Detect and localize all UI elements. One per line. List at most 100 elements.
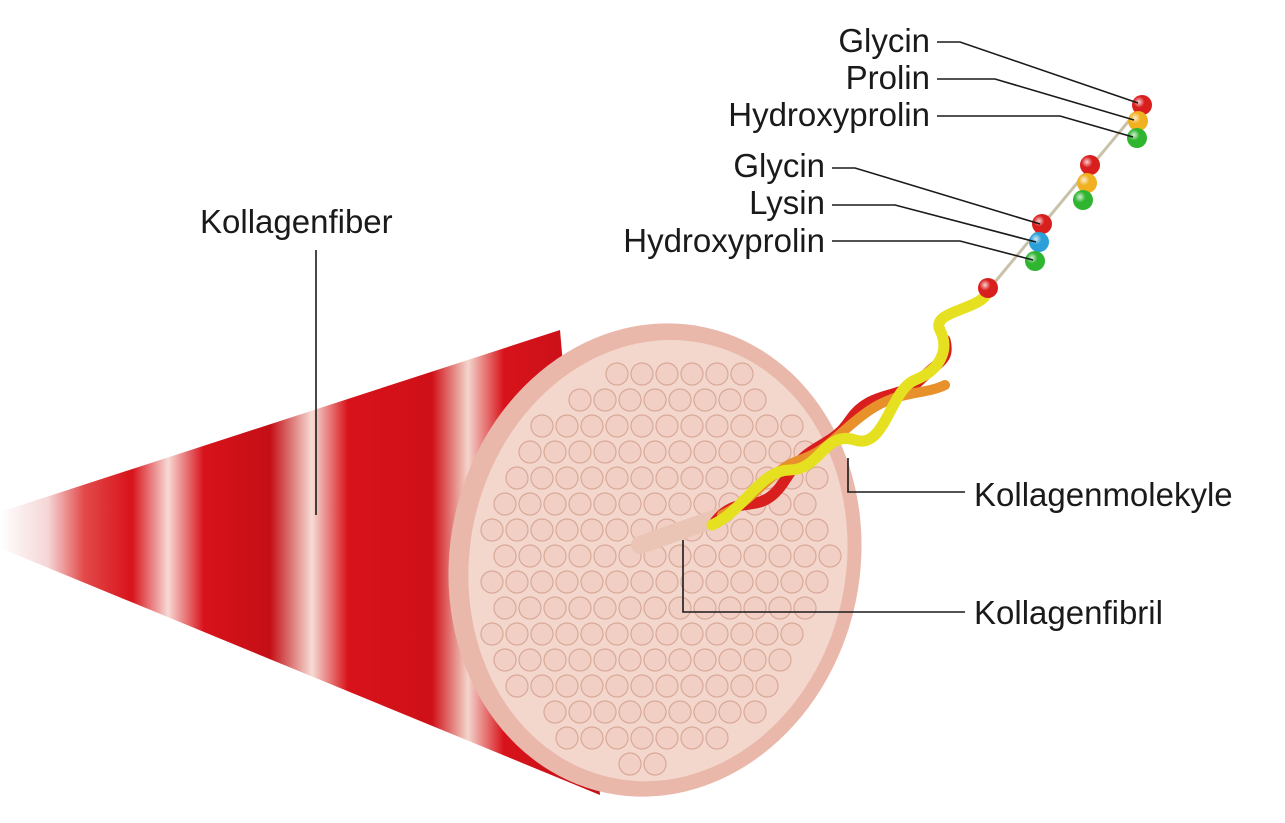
fibril-circle <box>755 622 779 646</box>
fibril-circle <box>655 726 679 750</box>
fibril-circle <box>543 440 567 464</box>
bead-highlight <box>1032 214 1052 234</box>
fibril-circle <box>543 492 567 516</box>
fibril-circle <box>643 596 667 620</box>
fibril-circle <box>705 570 729 594</box>
bead-highlight <box>1132 95 1152 115</box>
fibril-circle <box>680 674 704 698</box>
fibril-circle <box>555 466 579 490</box>
fibril-circle <box>705 414 729 438</box>
fibril-circle <box>580 414 604 438</box>
fibril-circle <box>518 440 542 464</box>
fibril-circle <box>518 544 542 568</box>
fibril-circle <box>530 570 554 594</box>
fibril-circle <box>593 596 617 620</box>
fibril-circle <box>530 518 554 542</box>
fibril-circle <box>518 596 542 620</box>
fibril-circle <box>680 414 704 438</box>
fibril-circle <box>655 570 679 594</box>
fibril-circle <box>693 544 717 568</box>
fibril-circle <box>555 726 579 750</box>
fibril-circle <box>480 622 504 646</box>
fibril-circle <box>568 596 592 620</box>
fibril-circle <box>555 622 579 646</box>
fibril-circle <box>730 570 754 594</box>
fibril-circle <box>643 648 667 672</box>
fibril-circle <box>755 570 779 594</box>
fibril-circle <box>743 544 767 568</box>
fibril-circle <box>580 570 604 594</box>
fibril-circle <box>605 726 629 750</box>
fibril-circle <box>743 440 767 464</box>
fibril-circle <box>668 596 692 620</box>
fibril-circle <box>668 648 692 672</box>
fibril-circle <box>593 492 617 516</box>
fibril-circle <box>643 700 667 724</box>
fibril-circle <box>668 388 692 412</box>
fibril-circle <box>668 700 692 724</box>
fibril-circle <box>718 440 742 464</box>
fibril-circle <box>505 466 529 490</box>
fibril-circle <box>693 440 717 464</box>
fibril-circle <box>543 648 567 672</box>
fibril-circle <box>493 544 517 568</box>
fibril-circle <box>643 492 667 516</box>
fibril-circle <box>605 362 629 386</box>
fibril-circle <box>730 518 754 542</box>
fibril-circle <box>518 648 542 672</box>
fibril-circle <box>530 622 554 646</box>
fibril-circle <box>505 674 529 698</box>
label-lysin: Lysin <box>749 184 825 221</box>
bead-highlight <box>1127 128 1147 148</box>
fibril-circle <box>505 518 529 542</box>
fibril-circle <box>655 362 679 386</box>
fibril-circle <box>680 362 704 386</box>
fibril-circle <box>705 362 729 386</box>
fibril-circle <box>743 388 767 412</box>
label-glycin-2: Glycin <box>733 147 825 184</box>
fibril-circle <box>630 466 654 490</box>
fibril-circle <box>568 648 592 672</box>
fibril-circle <box>543 544 567 568</box>
label-kollagenfiber: Kollagenfiber <box>200 203 393 240</box>
fibril-circle <box>693 700 717 724</box>
fibril-circle <box>605 570 629 594</box>
fibril-circle <box>718 596 742 620</box>
fibril-circle <box>693 648 717 672</box>
fibril-circle <box>593 544 617 568</box>
fibril-circle <box>643 388 667 412</box>
fibril-circle <box>543 596 567 620</box>
fibril-circle <box>630 674 654 698</box>
collagen-helix-yellow <box>706 284 994 531</box>
fibril-circle <box>680 622 704 646</box>
fibril-circle <box>630 362 654 386</box>
fibril-circle <box>493 596 517 620</box>
fibril-circle <box>555 570 579 594</box>
fibril-circle <box>805 570 829 594</box>
fibril-circle <box>630 726 654 750</box>
fibril-circle <box>730 466 754 490</box>
fibril-circle <box>768 440 792 464</box>
label-glycin-1: Glycin <box>838 22 930 59</box>
fibril-circle <box>493 648 517 672</box>
fibril-circle <box>630 622 654 646</box>
fibril-circle <box>630 570 654 594</box>
label-kollagenfibril: Kollagenfibril <box>974 594 1163 631</box>
label-prolin: Prolin <box>845 59 930 96</box>
fibril-circle <box>580 674 604 698</box>
fibril-circle <box>793 544 817 568</box>
fibril-circle <box>618 700 642 724</box>
fibril-circle <box>505 570 529 594</box>
fibril-circle <box>743 596 767 620</box>
fibril-circle <box>630 414 654 438</box>
fibril-circle <box>718 700 742 724</box>
fibril-circle <box>580 466 604 490</box>
bead-highlight <box>1077 173 1097 193</box>
fibril-circle <box>643 440 667 464</box>
fibril-circle <box>593 700 617 724</box>
fibril-circle <box>743 648 767 672</box>
fibril-circle <box>568 388 592 412</box>
fibril-circle <box>793 492 817 516</box>
